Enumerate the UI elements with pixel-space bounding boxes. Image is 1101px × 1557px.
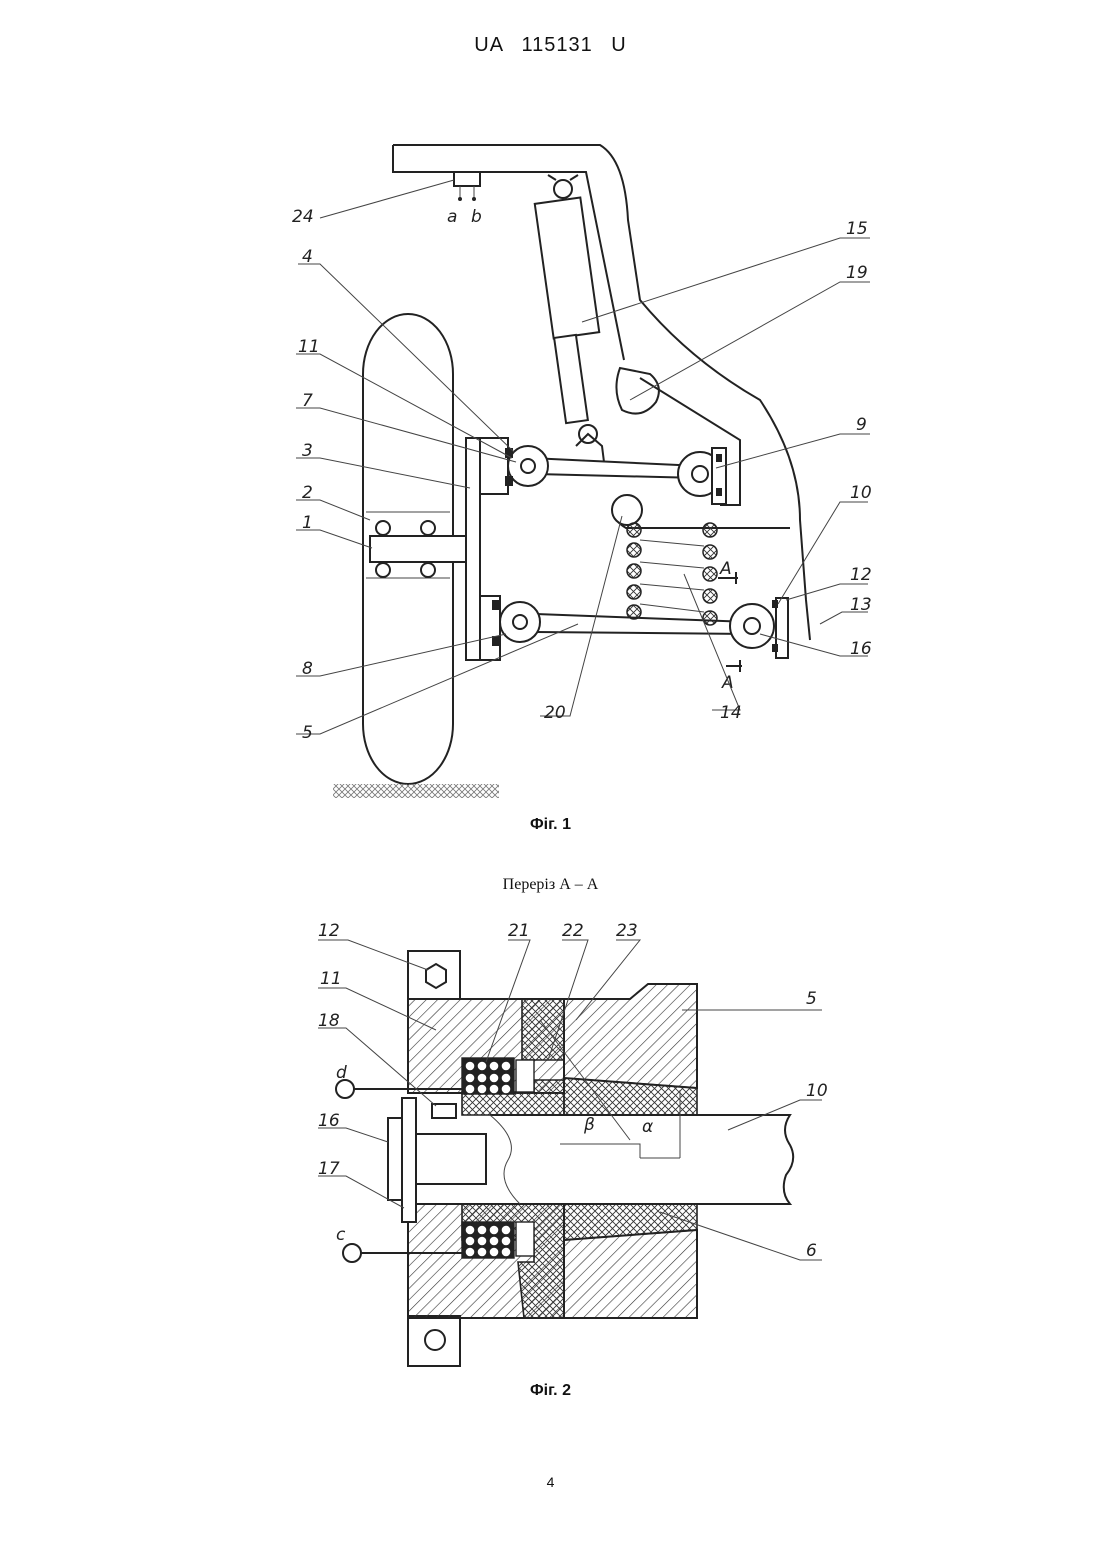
callout-10: 10 [850,483,872,503]
callout-11-fig2: 11 [320,969,342,989]
washer-17 [402,1098,416,1222]
shock-absorber-15 [535,197,599,338]
callout-10-fig2: 10 [806,1081,828,1101]
ground [333,784,499,798]
callout-18: 18 [318,1011,340,1031]
callout-16: 16 [850,639,872,659]
arm-5-lower [564,1230,697,1318]
port-label-d: d [336,1063,347,1083]
callout-19: 19 [846,263,868,283]
figure-1-caption: Фіг. 1 [0,816,1101,834]
ball-pack-21-upper [462,1058,514,1094]
callout-17: 17 [318,1159,340,1179]
callout-22: 22 [562,921,584,941]
callout-14: 14 [720,703,742,723]
callout-5-fig2: 5 [806,989,817,1009]
point-label-b: b [471,207,482,227]
section-mark-a-top: A [719,559,732,579]
callout-12: 12 [850,565,872,585]
callout-5: 5 [302,723,313,743]
callout-21: 21 [508,921,530,941]
angle-beta: β [583,1115,595,1135]
callout-7: 7 [302,391,313,411]
callout-4: 4 [302,247,313,267]
page-number: 4 [0,1474,1101,1490]
callout-1: 1 [302,513,313,533]
port-c [343,1244,361,1262]
point-label-a: a [447,207,457,227]
callout-2: 2 [302,483,313,503]
spring-14 [612,495,790,625]
callout-9: 9 [856,415,867,435]
callout-11: 11 [298,337,320,357]
section-title: Переріз А – А [0,876,1101,894]
axle-1 [370,536,468,562]
port-label-c: c [336,1225,346,1245]
callout-15: 15 [846,219,868,239]
callout-16-fig2: 16 [318,1111,340,1131]
callout-3: 3 [302,441,313,461]
callout-23: 23 [616,921,638,941]
callout-12-fig2: 12 [318,921,340,941]
callout-13: 13 [850,595,872,615]
knuckle-3 [466,438,480,660]
callout-8: 8 [302,659,313,679]
arm-5-upper [564,984,697,1088]
bolt-shank [416,1134,486,1184]
callout-24: 24 [292,207,314,227]
callout-20: 20 [544,703,566,723]
ball-pack-21-lower [462,1222,514,1258]
figure-2-caption: Фіг. 2 [0,1382,1101,1400]
angle-alpha: α [642,1117,653,1137]
callout-6: 6 [806,1241,817,1261]
sensor-24 [454,172,480,186]
figure-1-drawing: A A 24 a [292,145,872,798]
figure-2-section-drawing: β α 12 21 22 23 11 5 18 d 10 16 17 c 6 [318,921,828,1366]
bump-stop-19 [616,368,658,414]
